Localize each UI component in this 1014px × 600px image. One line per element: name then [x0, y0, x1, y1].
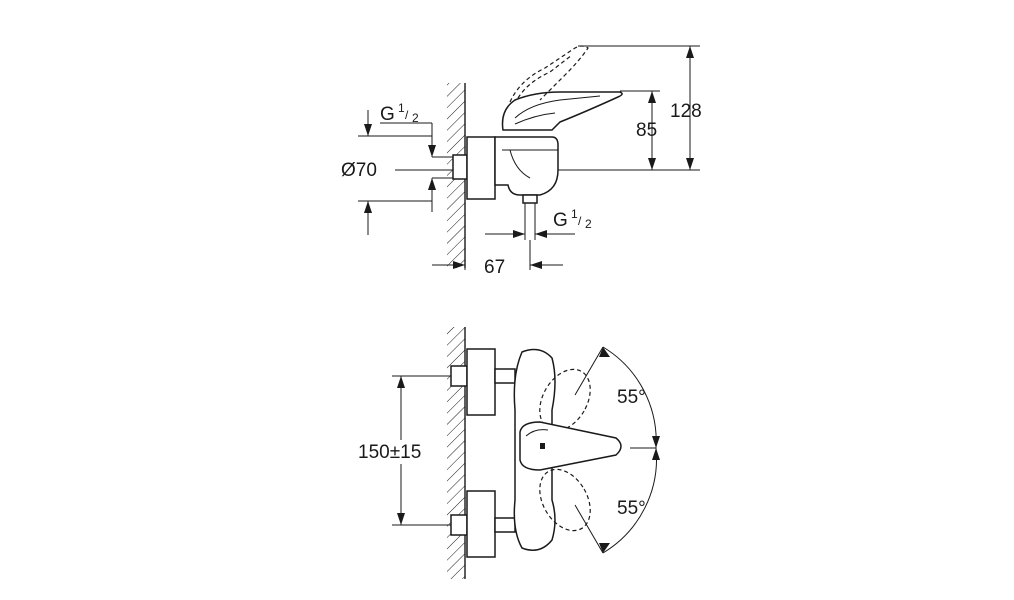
thread-dimension-bottom: G 1 / 2 — [485, 207, 592, 238]
swing-arc — [574, 346, 660, 554]
upper-connector-front — [450, 348, 496, 416]
dimension-128-label: 128 — [670, 101, 702, 122]
svg-text:/: / — [578, 214, 582, 228]
thread-bottom-letter: G — [553, 210, 568, 231]
dimension-diameter-label: Ø70 — [341, 160, 377, 181]
thread-top-denominator: 2 — [412, 111, 419, 125]
dimension-67: 67 — [432, 240, 563, 278]
front-view: 55° 55° 150±15 — [356, 327, 660, 579]
dimension-150: 150±15 — [356, 375, 451, 526]
lower-connector-front — [450, 490, 496, 558]
thread-top-letter: G — [380, 104, 395, 125]
lever-handle-side — [501, 91, 623, 131]
thread-bottom-denominator: 2 — [585, 217, 592, 231]
dimension-128: 128 — [670, 46, 702, 170]
thread-dimension-top: G 1 / 2 — [380, 101, 436, 212]
side-view: 128 85 Ø70 G 1 / 2 — [341, 45, 702, 278]
thread-top-numerator: 1 — [398, 101, 405, 115]
lever-handle-front — [519, 421, 622, 471]
dimension-150-label: 150±15 — [358, 442, 421, 463]
angle-upper-label: 55° — [617, 387, 646, 408]
dimension-85-label: 85 — [636, 120, 657, 141]
extension-lines — [358, 45, 700, 202]
dimension-67-label: 67 — [484, 257, 505, 278]
dimension-85: 85 — [636, 91, 657, 170]
angle-lower-label: 55° — [617, 498, 646, 519]
mixer-body-side — [494, 136, 559, 240]
thread-bottom-numerator: 1 — [571, 207, 578, 221]
wall-connector-side — [452, 136, 496, 200]
dimension-diameter-70: Ø70 — [341, 110, 377, 235]
wall-front-view — [447, 327, 466, 579]
lever-handle-raised-dashed — [509, 45, 589, 103]
svg-text:/: / — [405, 108, 409, 122]
